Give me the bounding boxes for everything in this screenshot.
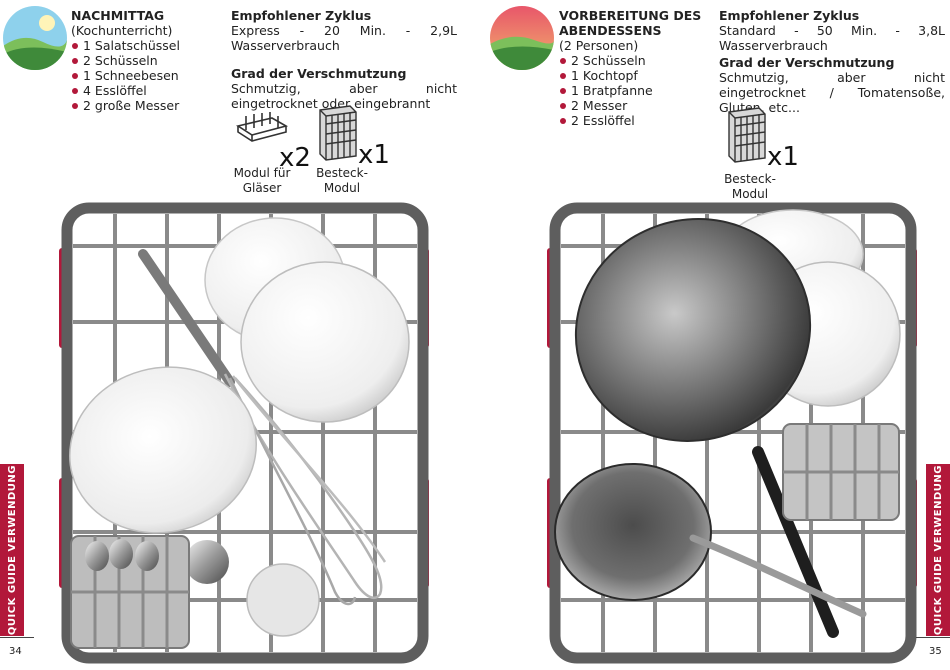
list-item: 1 Bratpfanne: [559, 83, 709, 98]
spoon-head: [185, 540, 229, 584]
page-number: 35: [929, 646, 942, 657]
cycle-text: Standard - 50 Min. - 3,8L Wasserverbrauc…: [719, 23, 945, 53]
side-tab-label: QUICK GUIDE VERWENDUNG: [6, 464, 18, 636]
page-number: 34: [9, 646, 22, 657]
soil-heading: Grad der Verschmutzung: [231, 66, 407, 81]
list-item: 1 Schneebesen: [71, 68, 221, 83]
cutlery-basket: [782, 423, 900, 521]
right-cycle-block: Empfohlener Zyklus Standard - 50 Min. - …: [719, 8, 945, 115]
scene-title-line2: ABENDESSENS: [559, 23, 662, 38]
list-item: 2 Esslöffel: [559, 113, 709, 128]
evening-sunset-icon: [490, 6, 554, 70]
side-tab-label: QUICK GUIDE VERWENDUNG: [932, 464, 944, 636]
scene-subtitle: (Kochunterricht): [71, 23, 173, 38]
salad-bowl: [69, 366, 257, 534]
item-list: 2 Schüsseln 1 Kochtopf 1 Bratpfanne 2 Me…: [559, 53, 709, 128]
scene-title: NACHMITTAG: [71, 8, 165, 23]
cycle-heading: Empfohlener Zyklus: [231, 8, 372, 23]
frying-pan-handle: [752, 446, 839, 638]
left-cycle-block: Empfohlener Zyklus Express - 20 Min. - 2…: [231, 8, 457, 111]
cutlery-module-label: Besteck- Modul: [724, 172, 776, 201]
left-scene-block: NACHMITTAG (Kochunterricht) 1 Salatschüs…: [71, 8, 221, 113]
frying-pan: [574, 218, 812, 442]
soil-text: Schmutzig, aber nicht eingetrocknet oder…: [231, 81, 457, 111]
cutlery-module-label: Besteck- Modul: [316, 166, 368, 195]
list-item: 1 Kochtopf: [559, 68, 709, 83]
cutlery-module-multiplier: x1: [358, 140, 390, 170]
glass-module-multiplier: x2: [279, 143, 311, 173]
item-list: 1 Salatschüssel 2 Schüsseln 1 Schneebese…: [71, 38, 221, 113]
afternoon-sun-icon: [3, 6, 67, 70]
right-page: VORBEREITUNG DES ABENDESSENS (2 Personen…: [475, 0, 950, 670]
cycle-heading: Empfohlener Zyklus: [719, 8, 860, 23]
small-bowl: [246, 563, 320, 637]
right-rack-illustration: [547, 202, 917, 664]
page-footer-line: [916, 637, 950, 638]
right-scene-block: VORBEREITUNG DES ABENDESSENS (2 Personen…: [559, 8, 709, 128]
plate: [240, 261, 410, 423]
cutlery-basket-icon: [725, 106, 773, 170]
rack-frame: [61, 202, 429, 664]
list-item: 2 Schüsseln: [559, 53, 709, 68]
pot: [554, 463, 712, 601]
rack-frame: [549, 202, 917, 664]
scene-subtitle: (2 Personen): [559, 38, 639, 53]
cutlery-basket-icon: [316, 104, 364, 168]
pot-handle: [689, 534, 867, 618]
side-tab: QUICK GUIDE VERWENDUNG: [926, 464, 950, 636]
page-footer-line: [0, 637, 34, 638]
scene-title-line1: VORBEREITUNG DES: [559, 8, 702, 23]
cycle-text: Express - 20 Min. - 2,9L Wasserverbrauch: [231, 23, 457, 53]
list-item: 2 Messer: [559, 98, 709, 113]
left-rack-illustration: [59, 202, 429, 664]
glass-module-icon: [232, 108, 290, 152]
list-item: 2 Schüsseln: [71, 53, 221, 68]
list-item: 4 Esslöffel: [71, 83, 221, 98]
side-tab: QUICK GUIDE VERWENDUNG: [0, 464, 24, 636]
cutlery-module-multiplier: x1: [767, 142, 799, 172]
glass-module-label: Modul für Gläser: [233, 166, 291, 195]
list-item: 2 große Messer: [71, 98, 221, 113]
whisk: [138, 249, 387, 606]
left-page: NACHMITTAG (Kochunterricht) 1 Salatschüs…: [0, 6, 457, 664]
list-item: 1 Salatschüssel: [71, 38, 221, 53]
cutlery-basket: [70, 535, 190, 649]
soil-heading: Grad der Verschmutzung: [719, 55, 895, 70]
